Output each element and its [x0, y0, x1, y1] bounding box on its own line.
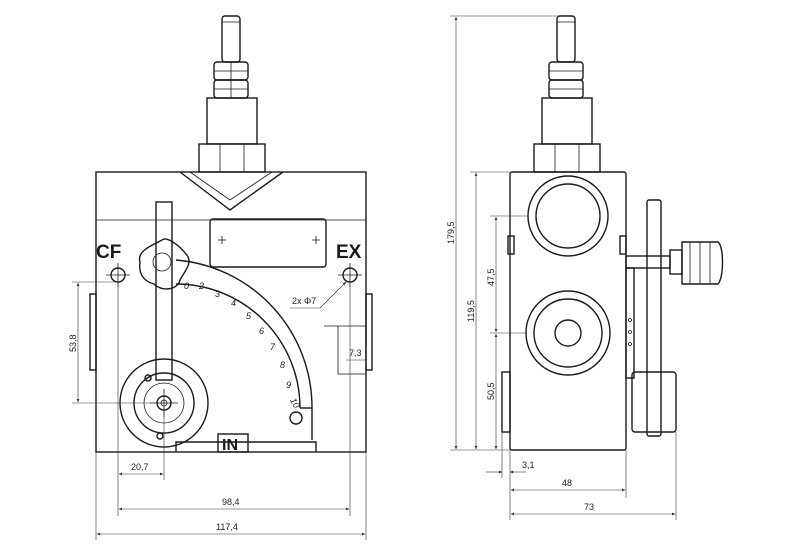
scale-mark-8: 8 — [280, 360, 285, 370]
dim-53-8: 53,8 — [68, 281, 164, 404]
dim-73: 73 — [509, 432, 677, 520]
dim-119-5-text: 119,5 — [466, 300, 476, 322]
dim-50-5-text: 50,5 — [486, 382, 496, 400]
dim-20-7-text: 20,7 — [131, 462, 149, 472]
side-view: 179,5 119,5 47,5 50,5 3,1 — [446, 15, 724, 520]
front-view: CF EX IN 0 2 3 4 5 6 7 8 9 10 — [68, 15, 373, 540]
valve-body-side — [501, 171, 627, 451]
dim-7-3: 7,3 — [346, 346, 367, 366]
pressure-scale: 0 2 3 4 5 6 7 8 9 10 — [175, 259, 313, 440]
dim-117-4: 117,4 — [95, 452, 367, 540]
dim-48-text: 48 — [562, 478, 572, 488]
dim-48: 48 — [510, 450, 627, 498]
control-lever — [138, 201, 190, 381]
port-label-in: IN — [222, 437, 238, 454]
dim-3-1-text: 3,1 — [522, 460, 535, 470]
port-label-ex: EX — [336, 242, 362, 263]
dim-47-5-text: 47,5 — [486, 268, 496, 286]
scale-mark-6: 6 — [259, 326, 264, 336]
scale-mark-9: 9 — [286, 380, 291, 390]
port-label-cf: CF — [96, 242, 121, 263]
dim-179-5-text: 179,5 — [446, 221, 456, 244]
dim-53-8-text: 53,8 — [68, 334, 78, 352]
dim-73-text: 73 — [584, 502, 594, 512]
scale-mark-7: 7 — [270, 342, 276, 352]
adjustment-screw — [198, 15, 266, 173]
dim-50-5: 50,5 — [486, 333, 498, 450]
dim-98-4: 98,4 — [117, 282, 351, 516]
dim-179-5: 179,5 — [446, 15, 566, 451]
dim-119-5: 119,5 — [466, 171, 510, 450]
scale-mark-3: 3 — [215, 289, 220, 299]
scale-mark-0: 0 — [184, 281, 189, 291]
scale-mark-5: 5 — [246, 311, 252, 321]
dim-3-1: 3,1 — [486, 432, 535, 498]
dim-20-7: 20,7 — [117, 282, 165, 480]
side-knob — [669, 241, 724, 285]
scale-mark-4: 4 — [231, 298, 236, 308]
hole-note: 2x Φ7 — [290, 281, 347, 309]
side-lever — [625, 199, 677, 437]
dim-47-5: 47,5 — [486, 215, 528, 334]
scale-mark-10: 10 — [288, 396, 302, 410]
hole-note-text: 2x Φ7 — [292, 296, 316, 306]
valve-body-front — [89, 171, 373, 453]
dim-117-4-text: 117,4 — [216, 522, 238, 532]
scale-mark-2: 2 — [198, 281, 204, 291]
side-adjustment-screw — [533, 15, 601, 173]
dim-98-4-text: 98,4 — [222, 497, 240, 507]
dim-7-3-text: 7,3 — [349, 348, 362, 358]
